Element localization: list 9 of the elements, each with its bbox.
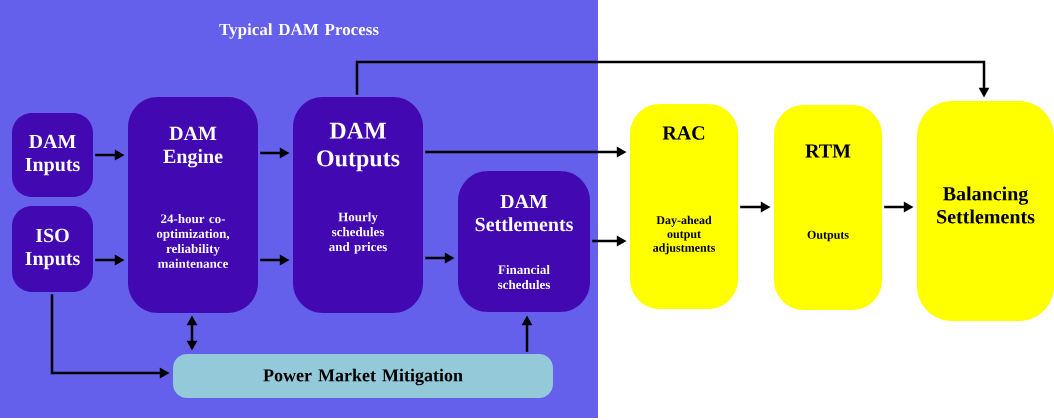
process-box: DAM Settlements Financial schedules bbox=[458, 171, 590, 312]
process-box: DAM Engine 24-hour co-optimization, reliability maintenance bbox=[128, 97, 258, 313]
process-box: Balancing Settlements bbox=[917, 101, 1054, 321]
process-box: DAM Outputs Hourly schedules and prices bbox=[293, 97, 423, 313]
process-box: RAC Day-ahead output adjustments bbox=[630, 104, 738, 309]
process-bar: Power Market Mitigation bbox=[173, 354, 553, 398]
process-box: ISO Inputs bbox=[12, 206, 93, 292]
process-box: RTM Outputs bbox=[774, 105, 882, 310]
process-box: DAM Inputs bbox=[12, 113, 93, 197]
